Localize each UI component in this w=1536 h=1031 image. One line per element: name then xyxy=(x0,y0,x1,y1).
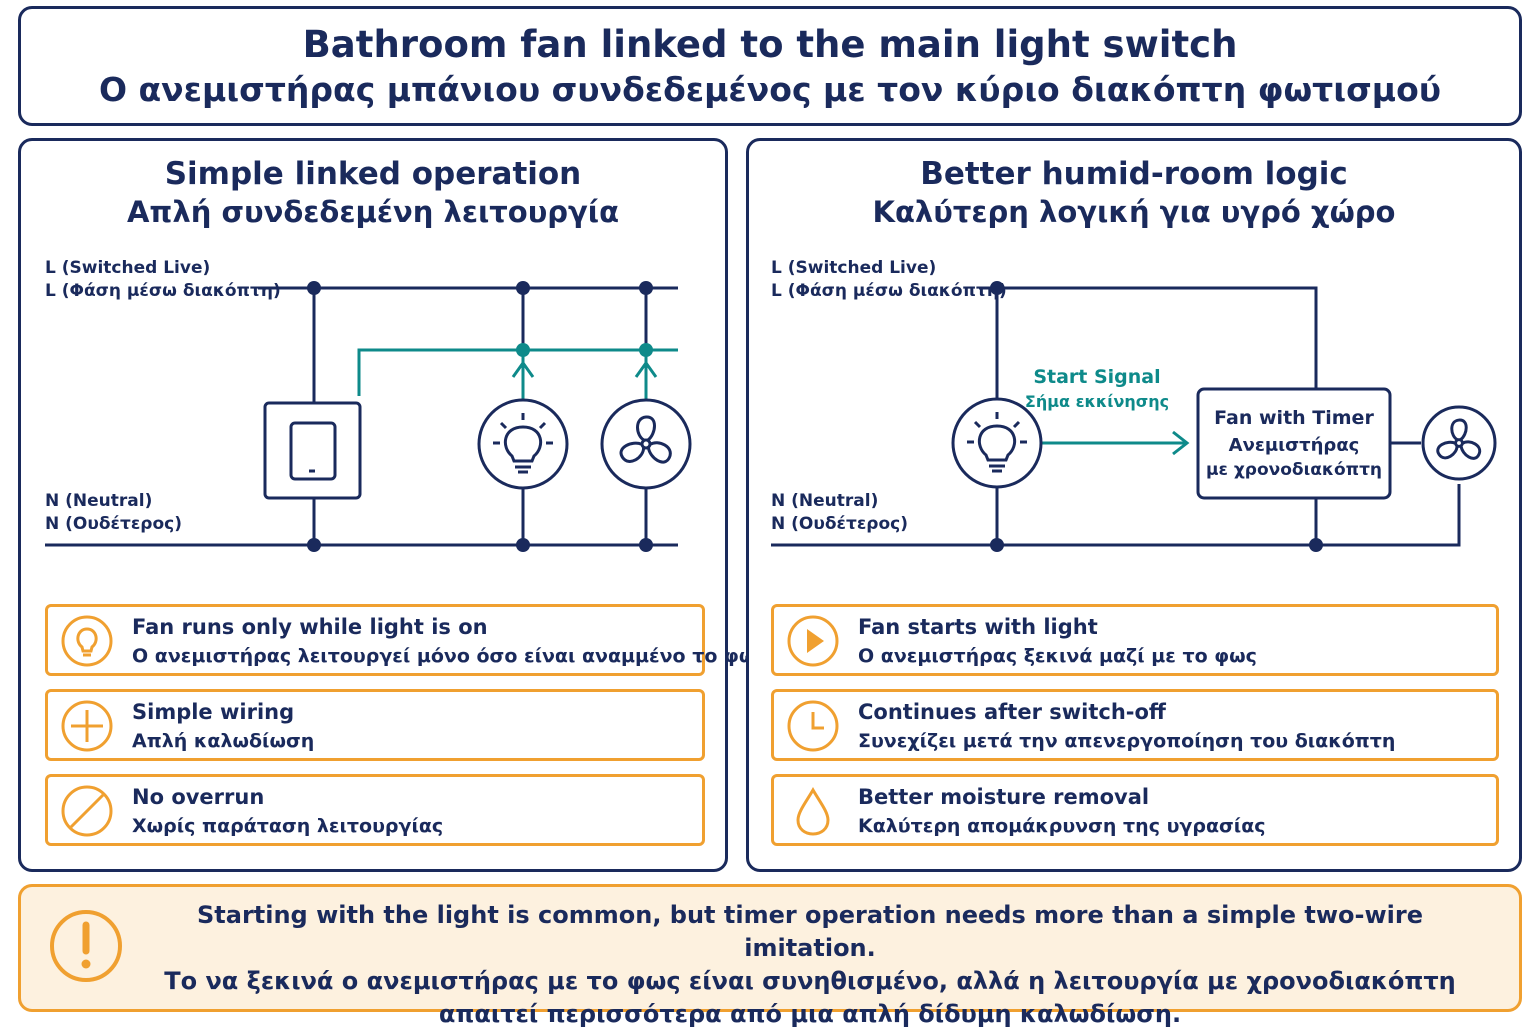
feature-item: Continues after switch-off Συνεχίζει μετ… xyxy=(771,689,1499,761)
timer-label-en: Fan with Timer xyxy=(1214,407,1374,429)
neutral-label-en: N (Neutral) xyxy=(45,491,153,511)
live-label-en: L (Switched Live) xyxy=(45,258,211,278)
signal-label-el: Σήμα εκκίνησης xyxy=(1024,392,1170,411)
feature-subtitle: Απλή καλωδίωση xyxy=(132,730,315,752)
feature-item: Simple wiring Απλή καλωδίωση xyxy=(45,689,705,761)
neutral-label-el: N (Ουδέτερος) xyxy=(771,514,908,534)
warning-text: Starting with the light is common, but t… xyxy=(141,899,1479,1031)
timer-label-el-2: με χρονοδιακόπτη xyxy=(1205,460,1383,480)
feature-subtitle: Καλύτερη απομάκρυνση της υγρασίας xyxy=(858,815,1266,837)
right-panel: Better humid-room logic Καλύτερη λογική … xyxy=(746,138,1522,872)
feature-item: Better moisture removal Καλύτερη απομάκρ… xyxy=(771,774,1499,846)
lightbulb-icon xyxy=(951,397,1043,489)
simple-wiring-diagram xyxy=(45,281,692,552)
junction-dot xyxy=(516,538,530,552)
feature-title: Fan runs only while light is on xyxy=(132,615,488,639)
left-panel: Simple linked operation Απλή συνδεδεμένη… xyxy=(18,138,767,872)
fan-icon xyxy=(600,398,692,490)
play-icon xyxy=(787,615,839,667)
droplet-icon xyxy=(796,787,830,836)
main-title-el: Ο ανεμιστήρας μπάνιου συνδεδεμένος με το… xyxy=(98,70,1442,109)
warning-text-el: Το να ξεκινά ο ανεμιστήρας με το φως είν… xyxy=(164,967,1456,1028)
clock-icon xyxy=(787,700,839,752)
right-panel-title: Better humid-room logic Καλύτερη λογική … xyxy=(749,155,1519,231)
fan-timer-label: Fan with Timer Ανεμιστήρας με χρονοδιακό… xyxy=(1198,403,1390,481)
lightbulb-icon xyxy=(477,398,569,490)
right-title-en: Better humid-room logic xyxy=(920,156,1348,192)
warning-text-en: Starting with the light is common, but t… xyxy=(196,901,1423,962)
fan-timer-box xyxy=(1196,387,1392,500)
live-wire xyxy=(979,286,1318,389)
lightbulb-icon xyxy=(61,615,113,667)
junction-dot xyxy=(516,343,530,357)
junction-dot xyxy=(516,281,530,295)
feature-subtitle: Ο ανεμιστήρας λειτουργεί μόνο όσο είναι … xyxy=(132,645,767,667)
timer-label-el-1: Ανεμιστήρας xyxy=(1228,435,1360,456)
feature-item: Fan starts with light Ο ανεμιστήρας ξεκι… xyxy=(771,604,1499,676)
left-title-el: Απλή συνδεδεμένη λειτουργία xyxy=(126,195,620,229)
feature-subtitle: Χωρίς παράταση λειτουργίας xyxy=(132,815,444,837)
feature-subtitle: Ο ανεμιστήρας ξεκινά μαζί με το φως xyxy=(858,645,1257,667)
feature-item: No overrun Χωρίς παράταση λειτουργίας xyxy=(45,774,705,846)
exclamation-icon xyxy=(50,910,122,982)
feature-item: Fan runs only while light is on Ο ανεμισ… xyxy=(45,604,767,676)
left-title-en: Simple linked operation xyxy=(164,156,582,192)
switched-wire xyxy=(357,348,678,396)
neutral-label-en: N (Neutral) xyxy=(771,491,879,511)
plus-icon xyxy=(61,700,113,752)
junction-dot xyxy=(307,538,321,552)
title-box: Bathroom fan linked to the main light sw… xyxy=(18,6,1522,126)
warning-box: Starting with the light is common, but t… xyxy=(18,884,1522,1028)
feature-title: Better moisture removal xyxy=(858,785,1150,809)
feature-title: Continues after switch-off xyxy=(858,700,1166,724)
neutral-label: N (Neutral) N (Ουδέτερος) xyxy=(45,490,182,536)
no-entry-icon xyxy=(61,785,113,837)
live-label: L (Switched Live) L (Φάση μέσω διακόπτη) xyxy=(771,257,1007,303)
live-label-en: L (Switched Live) xyxy=(771,258,937,278)
live-label-el: L (Φάση μέσω διακόπτη) xyxy=(771,281,1007,301)
junction-dot xyxy=(307,281,321,295)
live-label: L (Switched Live) L (Φάση μέσω διακόπτη) xyxy=(45,257,281,303)
junction-dot xyxy=(639,538,653,552)
feature-title: Fan starts with light xyxy=(858,615,1098,639)
fan-icon xyxy=(1421,405,1497,481)
neutral-label-el: N (Ουδέτερος) xyxy=(45,514,182,534)
signal-label-en: Start Signal xyxy=(1033,366,1161,388)
neutral-label: N (Neutral) N (Ουδέτερος) xyxy=(771,490,908,536)
live-label-el: L (Φάση μέσω διακόπτη) xyxy=(45,281,281,301)
timer-wiring-diagram xyxy=(771,281,1497,552)
junction-dot xyxy=(639,281,653,295)
junction-dot xyxy=(990,281,1004,295)
start-signal-arrow xyxy=(1041,430,1190,456)
junction-dot xyxy=(639,343,653,357)
start-signal-label: Start Signal Σήμα εκκίνησης xyxy=(1007,364,1187,414)
right-title-el: Καλύτερη λογική για υγρό χώρο xyxy=(872,195,1396,229)
junction-dot xyxy=(1309,538,1323,552)
feature-title: No overrun xyxy=(132,785,265,809)
feature-title: Simple wiring xyxy=(132,700,295,724)
left-panel-title: Simple linked operation Απλή συνδεδεμένη… xyxy=(21,155,725,231)
main-title-en: Bathroom fan linked to the main light sw… xyxy=(302,23,1238,66)
feature-subtitle: Συνεχίζει μετά την απενεργοποίηση του δι… xyxy=(858,730,1396,752)
junction-dot xyxy=(990,538,1004,552)
light-switch-icon xyxy=(263,401,362,500)
